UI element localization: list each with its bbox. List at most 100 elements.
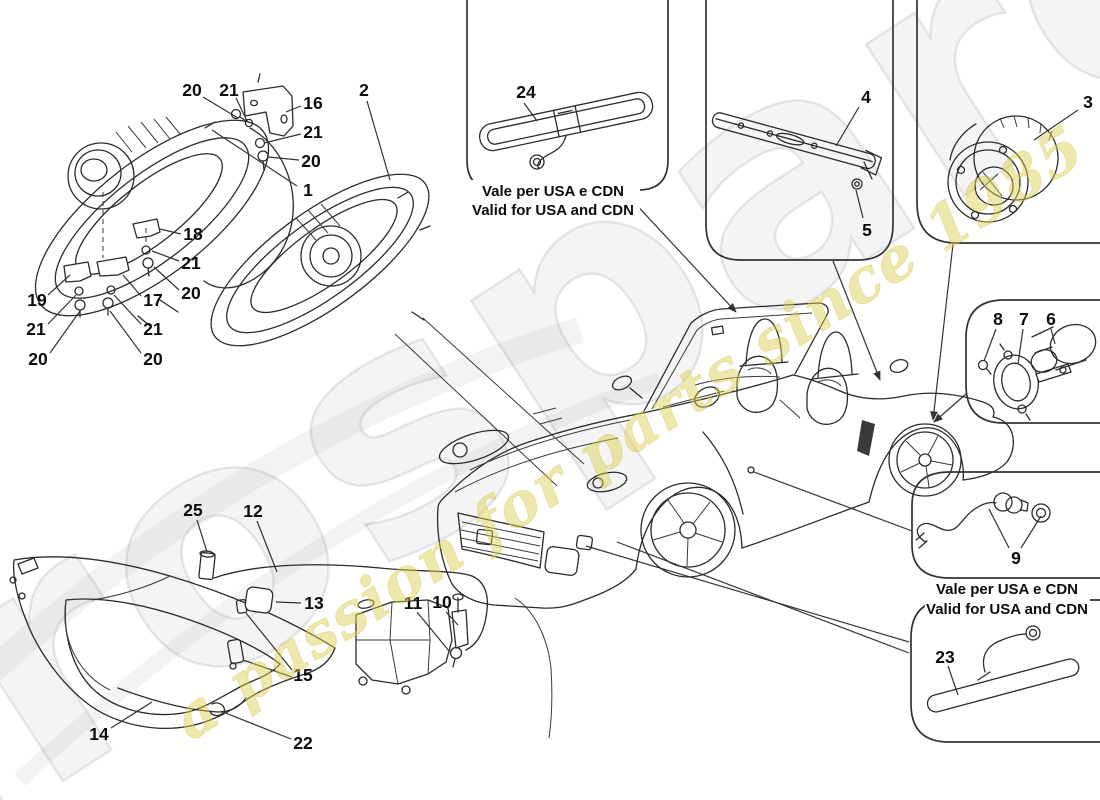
part-callout-8-20: 8 <box>983 309 1003 362</box>
bracket-16-drawing <box>230 73 294 171</box>
part-callout-21-1: 21 <box>219 80 248 122</box>
headlight2-position-line-2 <box>422 317 585 465</box>
leader-line <box>855 189 864 219</box>
leader-line <box>275 601 302 604</box>
watermark-swoosh-2 <box>14 372 663 786</box>
leader-line <box>222 711 292 740</box>
front-wheel <box>640 482 736 578</box>
part-number-label[interactable]: 6 <box>1046 309 1056 329</box>
callout-box-9 <box>911 471 1100 579</box>
part-4-stop-light-bar-drawing <box>711 112 883 190</box>
leader-line <box>1033 109 1079 141</box>
bracket-17-drawing <box>96 256 130 277</box>
part-number-label[interactable]: 12 <box>243 501 263 521</box>
part-number-label[interactable]: 16 <box>303 93 323 113</box>
part-callout-20-8: 20 <box>153 266 201 303</box>
part-number-label[interactable]: 11 <box>404 593 423 613</box>
part-number-label[interactable]: 20 <box>28 349 48 369</box>
car-drawing <box>436 302 1014 739</box>
leader-line <box>159 228 182 235</box>
leader-line <box>153 266 180 291</box>
part-number-label[interactable]: 5 <box>862 220 872 240</box>
part-number-label[interactable]: 8 <box>993 309 1003 329</box>
part-number-label[interactable]: 21 <box>26 319 46 339</box>
leader-line <box>110 701 153 729</box>
front-bumper-drawing <box>9 550 489 729</box>
part-number-label[interactable]: 25 <box>183 500 203 520</box>
leader-line <box>523 102 538 122</box>
part-number-label[interactable]: 19 <box>27 290 47 310</box>
washer-reservoir-drawing <box>355 593 469 695</box>
part-callout-15-28: 15 <box>242 612 313 685</box>
part-number-label[interactable]: 15 <box>293 665 313 685</box>
part-number-label[interactable]: 18 <box>183 224 203 244</box>
part-callout-17-12: 17 <box>122 274 163 310</box>
part-number-label[interactable]: 21 <box>181 253 201 273</box>
part-callout-4-17: 4 <box>835 87 871 147</box>
part-number-label[interactable]: 13 <box>304 593 324 613</box>
leader-line <box>242 659 293 678</box>
parts-8-7-6-drawing <box>977 323 1097 421</box>
box23-leader-line-1 <box>585 545 910 643</box>
part-number-label[interactable]: 3 <box>1083 92 1093 112</box>
leader-line <box>267 156 300 161</box>
part-number-label[interactable]: 20 <box>143 349 163 369</box>
part-callout-14-29: 14 <box>89 701 153 744</box>
part-callout-5-18: 5 <box>855 189 872 240</box>
fitting-11-drawing <box>449 646 463 660</box>
part-number-label[interactable]: 21 <box>143 319 163 339</box>
part-callout-6-22: 6 <box>1046 309 1056 345</box>
usa-cdn-note-24: Vale per USA e CDN Valid for USA and CDN <box>468 180 640 220</box>
part-number-label[interactable]: 2 <box>359 80 369 100</box>
part-number-label[interactable]: 22 <box>293 733 313 753</box>
part-number-label[interactable]: 24 <box>516 82 536 102</box>
part-number-label[interactable]: 20 <box>301 151 321 171</box>
leader-line <box>947 665 959 696</box>
leader-line <box>113 294 142 325</box>
part-number-label[interactable]: 23 <box>935 647 955 667</box>
part-callout-19-9: 19 <box>27 274 71 310</box>
part-number-label[interactable]: 21 <box>219 80 239 100</box>
part-callout-16-2: 16 <box>285 93 323 113</box>
leader-line <box>122 274 142 297</box>
leader-line <box>835 106 860 147</box>
note24-line1: Vale per USA e CDN <box>482 183 624 200</box>
part-callout-10-32: 10 <box>432 592 459 626</box>
part-number-label[interactable]: 17 <box>143 290 162 310</box>
part-number-label[interactable]: 10 <box>432 592 452 612</box>
part-number-label[interactable]: 7 <box>1019 309 1029 329</box>
part-callout-20-14: 20 <box>109 310 163 369</box>
part-callout-20-11: 20 <box>28 310 81 369</box>
note24-line2: Valid for USA and CDN <box>472 202 634 219</box>
leader-line <box>285 105 302 113</box>
part-callout-13-27: 13 <box>275 593 324 613</box>
part-number-label[interactable]: 21 <box>303 122 323 142</box>
part-number-label[interactable]: 4 <box>861 87 871 107</box>
part-callout-7-21: 7 <box>1017 309 1029 365</box>
headlight-assembly-1-drawing <box>34 116 294 327</box>
leader-line <box>47 274 71 296</box>
front-side-marker-location <box>575 534 594 551</box>
leader-line <box>366 100 391 181</box>
part-number-label[interactable]: 9 <box>1011 548 1021 568</box>
leader-line <box>47 294 77 325</box>
callout-box-4-5 <box>705 0 894 261</box>
part-number-label[interactable]: 20 <box>181 283 201 303</box>
part-number-label[interactable]: 1 <box>303 180 313 200</box>
leader-line <box>151 250 180 262</box>
part-callout-24-16: 24 <box>516 82 538 122</box>
part-callout-11-31: 11 <box>404 593 450 652</box>
box23-leader-line-2 <box>616 541 910 654</box>
part-callout-20-4: 20 <box>267 151 321 171</box>
leader-line <box>416 611 450 652</box>
part-callout-21-7: 21 <box>151 250 201 273</box>
part-callout-21-3: 21 <box>263 122 323 144</box>
watermark-swoosh-1 <box>0 317 584 682</box>
part-number-label[interactable]: 20 <box>182 80 202 100</box>
leader-line <box>211 129 298 187</box>
part-number-label[interactable]: 14 <box>89 724 109 744</box>
part-callout-21-10: 21 <box>26 294 77 339</box>
part-callout-9-23: 9 <box>988 508 1042 568</box>
